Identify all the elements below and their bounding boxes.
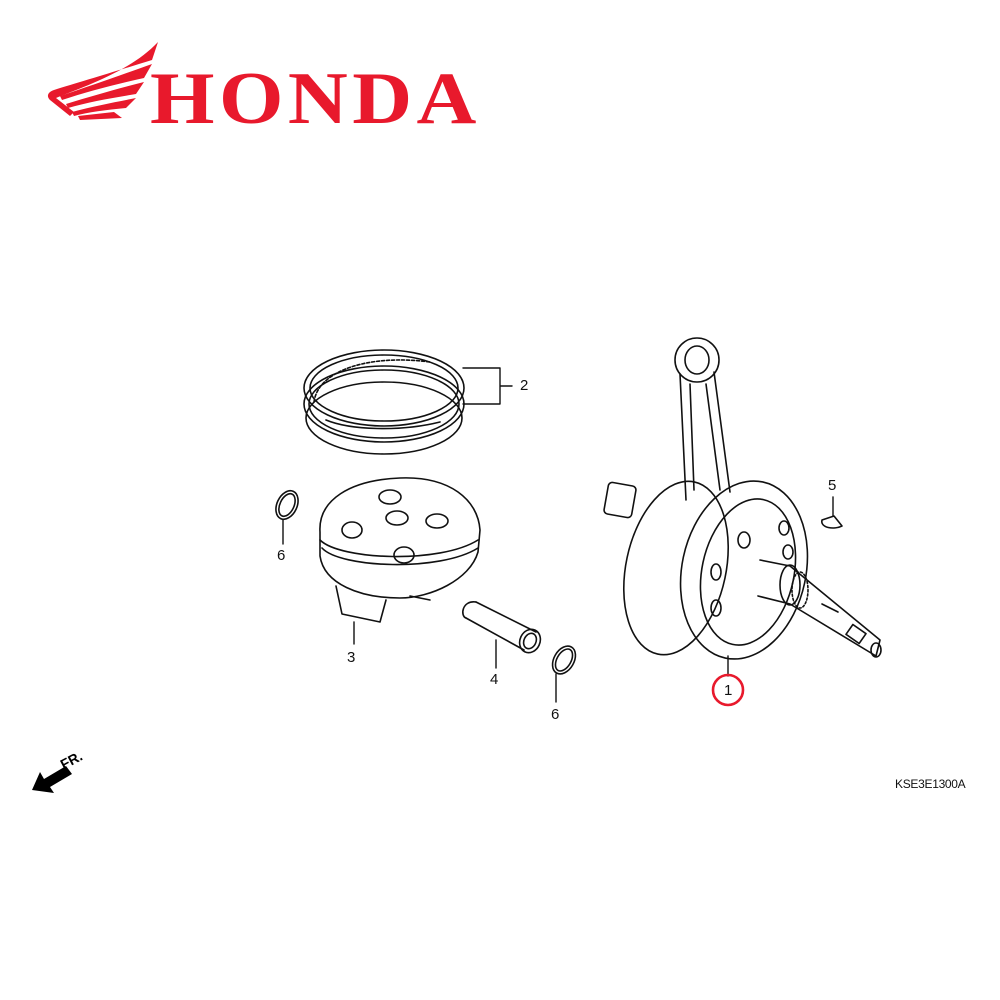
piston-pin-drawing <box>462 601 542 654</box>
brand-wordmark: HONDA <box>150 58 481 140</box>
clip-left-drawing <box>275 489 299 521</box>
piston-rings-drawing <box>303 349 465 455</box>
callout-3[interactable]: 3 <box>347 649 356 666</box>
callout-1[interactable]: 1 <box>724 682 733 699</box>
wing-icon <box>47 42 159 120</box>
woodruff-key-drawing <box>821 515 843 529</box>
piston-drawing <box>319 477 481 623</box>
crankshaft-drawing <box>603 337 882 677</box>
clip-right-drawing <box>551 645 577 675</box>
callout-6-left[interactable]: 6 <box>277 547 286 564</box>
callout-5[interactable]: 5 <box>828 477 837 494</box>
callout-2[interactable]: 2 <box>520 377 529 394</box>
diagram-code: KSE3E1300A <box>895 777 966 791</box>
front-arrow-icon <box>32 766 72 793</box>
callout-6-right[interactable]: 6 <box>551 706 560 723</box>
highlight-circle <box>711 673 745 707</box>
callout-4[interactable]: 4 <box>490 671 499 688</box>
